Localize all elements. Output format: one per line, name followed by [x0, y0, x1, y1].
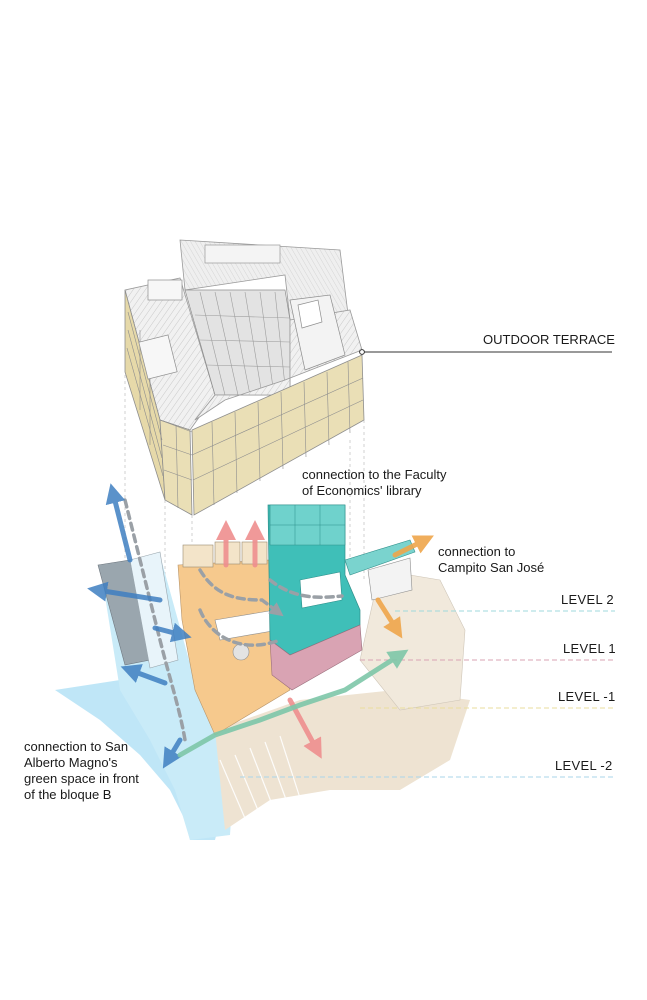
outdoor-terrace-label: OUTDOOR TERRACE [483, 332, 615, 347]
level-minus-1-label: LEVEL -1 [558, 689, 616, 704]
level-2-label: LEVEL 2 [561, 592, 614, 607]
terrace-marker [359, 349, 365, 355]
san-alberto-label: connection to San Alberto Magno's green … [24, 739, 139, 802]
green-arrows [177, 649, 409, 758]
campito-building [367, 557, 413, 601]
faculty-library-label: connection to the Faculty of Economics' … [302, 467, 447, 498]
teal-opening [299, 571, 343, 609]
level-minus-2-label: LEVEL -2 [555, 758, 613, 773]
teal-block-front [269, 624, 363, 691]
campito-label: connection to Campito San José [438, 544, 545, 575]
blue-arrows [87, 483, 192, 769]
projection-lines [124, 375, 365, 580]
level-1-label: LEVEL 1 [563, 641, 616, 656]
terrace-canopy [297, 299, 323, 329]
skylight [147, 279, 183, 301]
skylight [138, 334, 178, 380]
roof-box [204, 244, 281, 264]
circulation-paths [123, 498, 344, 742]
orange-arrows [375, 535, 434, 639]
ground-plane [215, 690, 470, 830]
upper-building [124, 239, 365, 516]
